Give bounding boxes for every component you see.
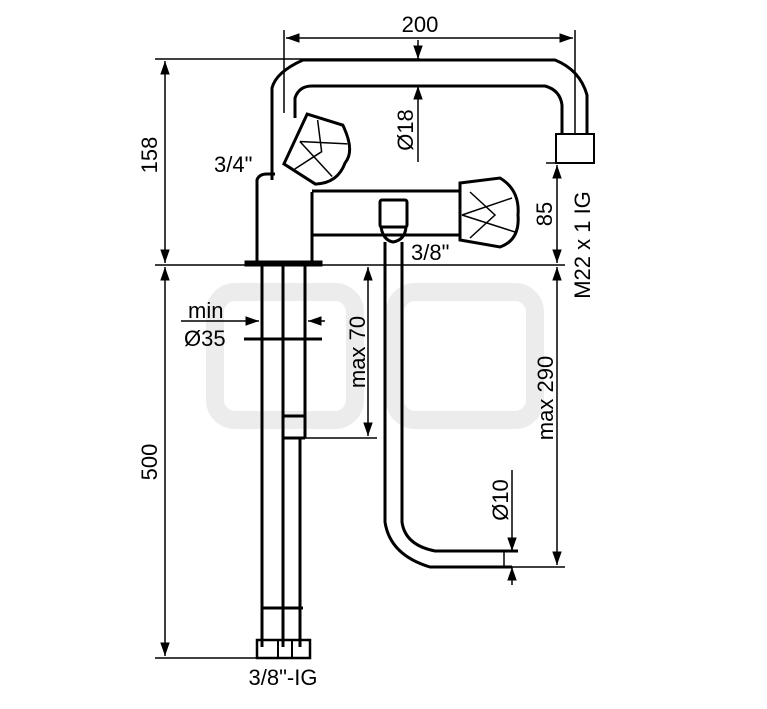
min-label: min	[188, 298, 223, 323]
faucet-body	[244, 112, 520, 267]
watermark-logo	[206, 283, 544, 429]
max-70-label: max 70	[345, 316, 370, 388]
pipe-d18-label: Ø18	[393, 109, 418, 151]
height-500-label: 500	[137, 444, 162, 481]
supply-pipes	[255, 265, 312, 660]
hole-d35-label: Ø35	[184, 326, 226, 351]
pipe-d10-label: Ø10	[488, 479, 513, 521]
dimension-lines	[160, 33, 573, 656]
connector-38ig-label: 3/8"-IG	[249, 665, 318, 690]
inlet-34-label: 3/4"	[214, 152, 252, 177]
max-290-label: max 290	[533, 356, 558, 440]
outlet-tube	[383, 242, 518, 569]
width-200-label: 200	[402, 12, 439, 37]
height-158-label: 158	[137, 137, 162, 174]
thread-m22-label: M22 x 1 IG	[570, 191, 595, 299]
spout	[270, 58, 595, 180]
height-85-label: 85	[532, 202, 557, 226]
outlet-38-label: 3/8"	[411, 240, 449, 265]
